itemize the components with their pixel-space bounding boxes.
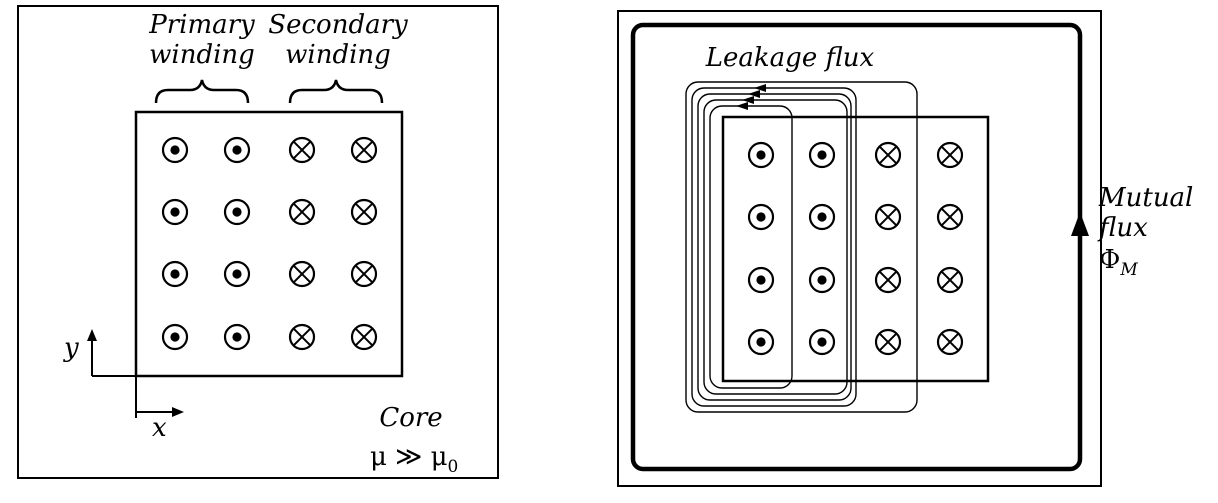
right-primary-conductor-dot-icon — [747, 328, 775, 356]
right-conductor-grid — [747, 141, 964, 356]
secondary-label-line1: Secondary — [268, 10, 408, 40]
leakage-loop-5 — [709, 105, 793, 389]
right-primary-conductor-dot-icon — [747, 141, 775, 169]
right-primary-conductor-dot-icon — [808, 328, 836, 356]
left-primary-conductor-dot-icon — [161, 198, 189, 226]
left-secondary-conductor-cross-icon — [288, 198, 316, 226]
right-secondary-conductor-cross-icon — [936, 203, 964, 231]
left-panel: Primary winding Secondary winding y x Co… — [17, 5, 499, 479]
phi-symbol: Φ — [1099, 245, 1120, 275]
mutual-flux-label-line2: flux — [1097, 213, 1148, 243]
leakage-arrow-2 — [748, 90, 760, 98]
right-secondary-conductor-cross-icon — [936, 141, 964, 169]
primary-label-line1: Primary — [148, 10, 255, 40]
core-label: Core — [379, 403, 442, 433]
right-primary-conductor-dot-icon — [808, 141, 836, 169]
leakage-loop-2 — [691, 87, 857, 407]
right-primary-conductor-dot-icon — [747, 266, 775, 294]
left-primary-conductor-dot-icon — [223, 136, 251, 164]
leakage-arrows — [736, 84, 766, 110]
left-primary-conductor-dot-icon — [161, 260, 189, 288]
phi-subscript: M — [1119, 260, 1138, 280]
left-secondary-conductor-cross-icon — [288, 323, 316, 351]
left-secondary-conductor-cross-icon — [350, 198, 378, 226]
y-axis-arrow — [87, 329, 97, 341]
mu-condition-text: μ ≫ μ — [370, 442, 448, 472]
x-axis-arrow — [172, 407, 184, 417]
right-primary-conductor-dot-icon — [808, 203, 836, 231]
mu-subscript: 0 — [448, 457, 459, 477]
secondary-brace — [288, 79, 384, 104]
right-secondary-conductor-cross-icon — [936, 328, 964, 356]
left-secondary-conductor-cross-icon — [350, 323, 378, 351]
leakage-loop-3 — [697, 93, 852, 401]
left-primary-conductor-dot-icon — [161, 136, 189, 164]
leakage-flux-label: Leakage flux — [705, 43, 875, 73]
mutual-flux-label-line1: Mutual — [1098, 183, 1193, 213]
leakage-arrow-4 — [736, 102, 748, 110]
xy-axes: y x — [63, 329, 184, 443]
left-frame — [17, 5, 499, 479]
primary-label-line2: winding — [149, 40, 255, 70]
right-secondary-conductor-cross-icon — [936, 266, 964, 294]
left-window — [134, 110, 404, 378]
y-axis-label: y — [63, 333, 79, 363]
left-secondary-conductor-cross-icon — [288, 136, 316, 164]
left-primary-conductor-dot-icon — [223, 323, 251, 351]
mutual-flux-symbol: ΦM — [1099, 245, 1138, 280]
x-axis-label: x — [152, 413, 167, 443]
right-primary-conductor-dot-icon — [747, 203, 775, 231]
left-primary-conductor-dot-icon — [161, 323, 189, 351]
left-conductor-grid — [161, 136, 378, 351]
mu-condition: μ ≫ μ0 — [370, 442, 458, 477]
left-secondary-conductor-cross-icon — [350, 260, 378, 288]
leakage-loop-4 — [703, 99, 848, 395]
right-secondary-conductor-cross-icon — [874, 328, 902, 356]
leakage-flux-loops — [685, 81, 918, 413]
left-primary-conductor-dot-icon — [223, 198, 251, 226]
right-secondary-conductor-cross-icon — [874, 141, 902, 169]
right-secondary-conductor-cross-icon — [874, 266, 902, 294]
leakage-loop-1 — [685, 81, 918, 413]
primary-brace — [154, 79, 250, 104]
left-secondary-conductor-cross-icon — [350, 136, 378, 164]
mutual-flux-path — [630, 22, 1083, 472]
right-outer-frame — [617, 10, 1102, 487]
mutual-flux-arrow — [1071, 212, 1089, 236]
leakage-arrow-3 — [742, 96, 754, 104]
left-secondary-conductor-cross-icon — [288, 260, 316, 288]
secondary-label-line2: winding — [285, 40, 391, 70]
right-panel: Leakage flux Mutual flux ΦM — [617, 10, 1193, 487]
right-secondary-conductor-cross-icon — [874, 203, 902, 231]
leakage-arrow-1 — [754, 84, 766, 92]
right-primary-conductor-dot-icon — [808, 266, 836, 294]
left-primary-conductor-dot-icon — [223, 260, 251, 288]
